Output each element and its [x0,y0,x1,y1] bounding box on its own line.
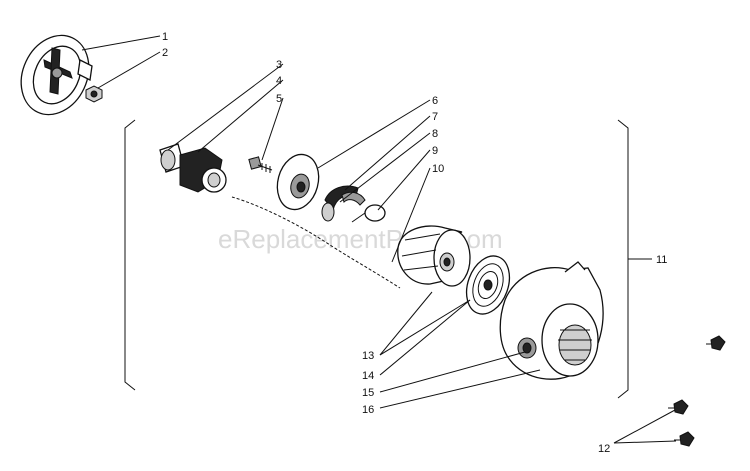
part-1-pulley-cup [20,34,93,116]
callout-1: 1 [162,31,168,43]
leader-lines [81,35,677,444]
callout-7: 7 [432,111,438,123]
callout-13: 13 [362,350,374,362]
part-4-pawl [179,147,227,193]
part-2-nut [85,85,103,103]
callout-2: 2 [162,47,168,59]
part-12-bolt-a [706,335,726,351]
part-5-screw [248,156,273,173]
callout-10: 10 [432,163,444,175]
left-bracket [124,119,136,391]
right-bracket [617,119,629,399]
part-12-bolt-c [674,431,695,447]
callout-6: 6 [432,95,438,107]
callout-16: 16 [362,404,374,416]
part-9-clip [351,204,386,223]
callout-5: 5 [276,93,282,105]
callout-8: 8 [432,128,438,140]
callout-9: 9 [432,145,438,157]
callout-3: 3 [276,59,282,71]
part-7-8-pawls [321,185,366,222]
callout-15: 15 [362,387,374,399]
callout-12: 12 [598,443,610,455]
part-15-16-starter-housing [499,261,604,380]
part-10-13-reel [397,225,471,287]
part-6-friction-plate [276,153,320,211]
callout-11: 11 [656,254,667,266]
part-14-recoil-spring [465,255,511,315]
part-12-bolt-b [668,399,689,415]
callout-14: 14 [362,370,374,382]
callout-4: 4 [276,75,282,87]
